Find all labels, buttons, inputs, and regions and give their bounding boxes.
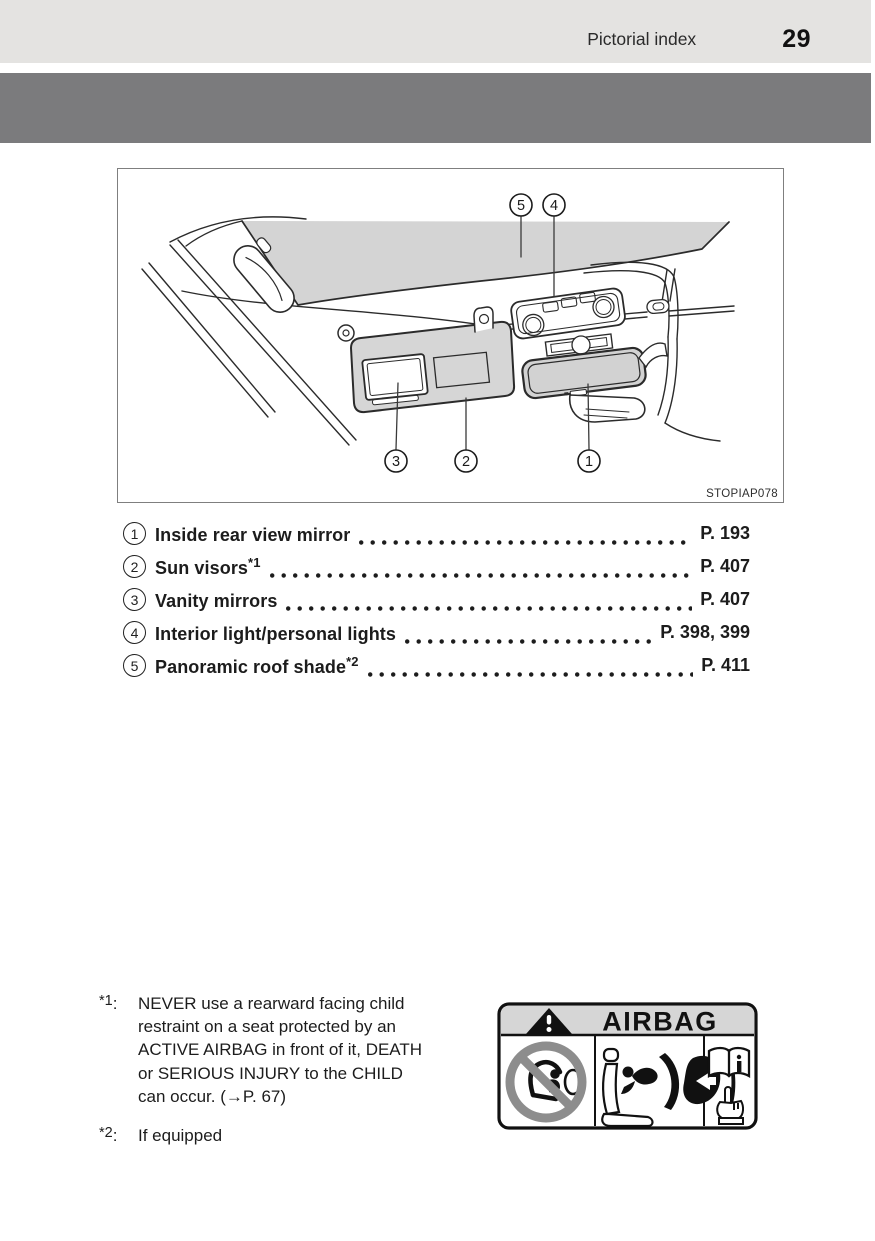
figure-callouts [384,193,601,473]
owners-manual-book-icon [707,1046,751,1078]
footnote-marker: *1: [99,993,118,1013]
airbag-warning-label: AIRBAG [497,1002,758,1130]
callout-4-circle [542,193,566,217]
item-number-badge: 2 [123,555,146,578]
dot-leader [269,573,693,578]
item-page-ref: P. 407 [700,556,750,576]
callout-4-number: 4 [550,198,558,214]
no-rear-facing-child-seat-icon [505,1041,587,1123]
list-item: 4 Interior light/personal lights P. 398,… [123,616,750,649]
callout-1-number: 1 [585,454,593,470]
item-label: Vanity mirrors [155,590,278,611]
dot-leader [367,672,694,677]
callout-2-circle [454,449,478,473]
footnote-text: If equipped [138,1126,223,1146]
list-item: 2 Sun visors*1 P. 407 [123,550,750,583]
grab-handle-shape [233,237,295,313]
list-item: 1 Inside rear view mirror P. 193 [123,517,750,550]
pointing-hand-icon [716,1086,745,1125]
item-number-badge: 4 [123,621,146,644]
dot-leader [405,639,653,644]
footnotes-section: *1: NEVER use a rearward facing child re… [0,992,875,1147]
page-number: 29 [782,25,811,53]
item-label: Sun visors*1 [155,554,261,578]
interior-overhead-diagram: 5 4 3 2 1 [141,193,735,473]
item-number-badge: 5 [123,654,146,677]
item-page-ref: P. 193 [700,523,750,543]
item-page-ref: P. 411 [701,655,750,675]
list-item: 5 Panoramic roof shade*2 P. 411 [123,649,750,682]
header-section-title: Pictorial index [587,29,697,49]
callout-2-number: 2 [462,454,470,470]
overhead-console-shape [510,287,626,340]
footnote-text: NEVER use a rearward facing child restra… [138,994,423,1106]
rear-view-mirror-shape [521,346,647,400]
footnote-marker: *2: [99,1125,118,1146]
callout-3-circle [384,449,408,473]
dot-leader [286,606,693,611]
callout-5-circle [509,193,533,217]
roof-shade-shape [242,221,729,305]
item-page-ref: P. 407 [700,589,750,609]
item-label: Interior light/personal lights [155,623,397,644]
item-number-badge: 3 [123,588,146,611]
footnote-1: *1: NEVER use a rearward facing child re… [0,992,875,1108]
item-number-badge: 1 [123,522,146,545]
warning-triangle-icon [526,1008,572,1034]
callout-3-number: 3 [392,454,400,470]
overhead-interior-figure: 5 4 3 2 1 STOPIAP078 [117,168,784,503]
callout-1-circle [577,449,601,473]
item-label: Inside rear view mirror [155,524,351,545]
page-header: Pictorial index 29 [0,0,871,63]
section-divider-bar [0,73,871,143]
list-item: 3 Vanity mirrors P. 407 [123,583,750,616]
dot-leader [359,540,693,545]
item-label: Panoramic roof shade*2 [155,653,359,677]
footnote-2: *2: If equipped [0,1124,875,1147]
vanity-mirror-shape [361,353,429,406]
item-page-ref: P. 398, 399 [660,622,750,642]
airbag-title: AIRBAG [602,1007,718,1037]
pictorial-index-list: 1 Inside rear view mirror P. 193 2 Sun v… [123,517,750,682]
figure-code-label: STOPIAP078 [706,488,778,500]
callout-5-number: 5 [517,198,525,214]
